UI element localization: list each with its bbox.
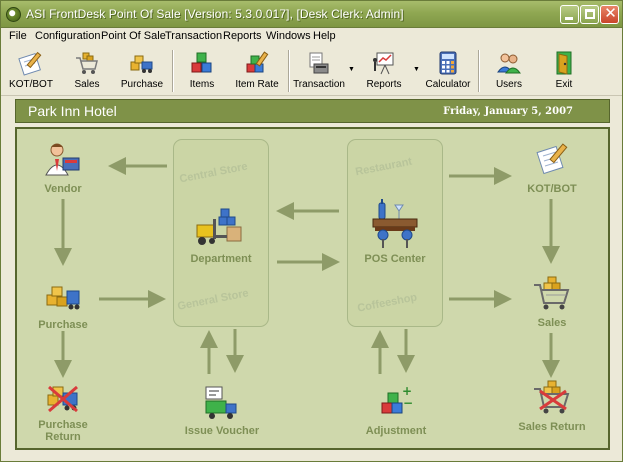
items-button[interactable]: Items: [181, 48, 223, 94]
status-bar: [1, 452, 622, 461]
adjustment-node[interactable]: + − Adjustment: [366, 383, 427, 439]
department-forklift-icon: [196, 208, 242, 245]
transaction-register-icon: [309, 52, 329, 74]
adjustment-cubes-icon: + −: [381, 384, 413, 414]
calculator-icon: [439, 51, 457, 75]
issue-voucher-node[interactable]: Issue Voucher: [185, 385, 259, 439]
flow-arrows: [54, 157, 560, 378]
exit-button[interactable]: Exit: [542, 48, 586, 94]
presentation-board-icon: [373, 52, 394, 75]
purchase-label: Purchase: [38, 319, 88, 331]
window-title: ASI FrontDesk Point Of Sale [Version: 5.…: [26, 7, 404, 21]
sales-return-cart-icon: [534, 380, 570, 414]
department-node[interactable]: Department: [190, 205, 252, 265]
reports-button[interactable]: Reports: [359, 48, 409, 94]
purchase-return-label-line2: Return: [45, 431, 81, 443]
vendor-label: Vendor: [44, 183, 82, 195]
menu-reports[interactable]: Reports: [223, 30, 262, 42]
kot-bot-label: KOT/BOT: [9, 79, 53, 90]
purchase-boxes-icon: [130, 55, 153, 73]
sales-button[interactable]: Sales: [65, 48, 109, 94]
app-icon[interactable]: [6, 7, 21, 22]
kot-bot-node[interactable]: KOT/BOT: [527, 141, 577, 199]
vendor-icon: [45, 143, 80, 176]
minimize-button[interactable]: [560, 5, 579, 24]
kot-bot-notepad-icon: [536, 143, 568, 175]
hotel-name: Park Inn Hotel: [28, 103, 117, 119]
pos-center-bar-icon: [372, 199, 418, 248]
toolbar: KOT/BOT Sales Purchase: [1, 46, 622, 96]
store-box-left: [173, 139, 269, 327]
item-rate-label: Item Rate: [235, 79, 279, 90]
sales-return-label: Sales Return: [518, 421, 586, 433]
exit-label: Exit: [555, 79, 573, 90]
close-button[interactable]: ✕: [600, 4, 619, 24]
kot-bot-button[interactable]: KOT/BOT: [7, 48, 55, 94]
item-rate-button[interactable]: Item Rate: [231, 48, 283, 94]
hotel-header: Park Inn Hotel Friday, January 5, 2007: [15, 99, 610, 123]
purchase-truck-icon: [46, 286, 80, 310]
sales-cart-icon: [534, 276, 570, 310]
vendor-node[interactable]: Vendor: [44, 141, 82, 201]
items-label: Items: [189, 79, 215, 90]
title-bar[interactable]: ASI FrontDesk Point Of Sale [Version: 5.…: [1, 1, 622, 28]
maximize-icon: [585, 9, 595, 19]
adjustment-label: Adjustment: [365, 425, 427, 437]
reports-dropdown-icon[interactable]: ▼: [413, 66, 420, 73]
kot-bot-label: KOT/BOT: [527, 183, 577, 195]
workflow-diagram: Central Store General Store Restaurant C…: [15, 127, 610, 450]
purchase-button[interactable]: Purchase: [119, 48, 165, 94]
sales-node[interactable]: Sales: [531, 275, 573, 331]
menu-configuration[interactable]: Configuration: [35, 30, 101, 42]
menu-bar: File Configuration Point Of Sale Transac…: [1, 28, 622, 46]
issue-voucher-truck-icon: [205, 386, 237, 419]
toolbar-separator: [478, 50, 480, 92]
users-label: Users: [495, 79, 523, 90]
cubes-icon: [191, 52, 212, 73]
purchase-return-node[interactable]: Purchase Return: [38, 381, 88, 445]
menu-windows[interactable]: Windows: [266, 30, 311, 42]
menu-point-of-sale[interactable]: Point Of Sale: [101, 30, 166, 42]
purchase-return-icon: [47, 385, 78, 413]
current-date: Friday, January 5, 2007: [443, 106, 573, 117]
store-box-right: [347, 139, 443, 327]
users-icon: [497, 53, 521, 74]
toolbar-separator: [172, 50, 174, 92]
pos-center-label: POS Center: [364, 253, 426, 265]
minimize-icon: [565, 17, 573, 20]
close-icon: ✕: [604, 4, 617, 22]
calculator-label: Calculator: [425, 79, 471, 90]
toolbar-separator: [288, 50, 290, 92]
menu-file[interactable]: File: [9, 30, 27, 42]
reports-label: Reports: [366, 79, 402, 90]
shopping-cart-icon: [76, 52, 98, 74]
item-rate-icon: [246, 51, 269, 73]
sales-label: Sales: [537, 317, 567, 329]
transaction-label: Transaction: [293, 79, 345, 90]
transaction-dropdown-icon[interactable]: ▼: [348, 66, 355, 73]
users-button[interactable]: Users: [487, 48, 531, 94]
purchase-label: Purchase: [120, 79, 164, 90]
sales-return-node[interactable]: Sales Return: [518, 379, 586, 435]
notepad-pen-icon: [18, 51, 42, 76]
menu-transaction[interactable]: Transaction: [165, 30, 223, 42]
menu-help[interactable]: Help: [313, 30, 336, 42]
svg-text:−: −: [403, 396, 413, 410]
maximize-button[interactable]: [580, 5, 599, 24]
sales-label: Sales: [74, 79, 100, 90]
svg-text:+: +: [402, 384, 412, 398]
department-label: Department: [190, 253, 252, 265]
purchase-node[interactable]: Purchase: [38, 279, 88, 331]
calculator-button[interactable]: Calculator: [424, 48, 472, 94]
pos-center-node[interactable]: POS Center: [364, 199, 426, 265]
exit-door-icon: [556, 51, 572, 75]
issue-voucher-label: Issue Voucher: [184, 425, 260, 437]
transaction-button[interactable]: Transaction: [291, 48, 347, 94]
purchase-return-label-line1: Purchase: [38, 419, 88, 431]
